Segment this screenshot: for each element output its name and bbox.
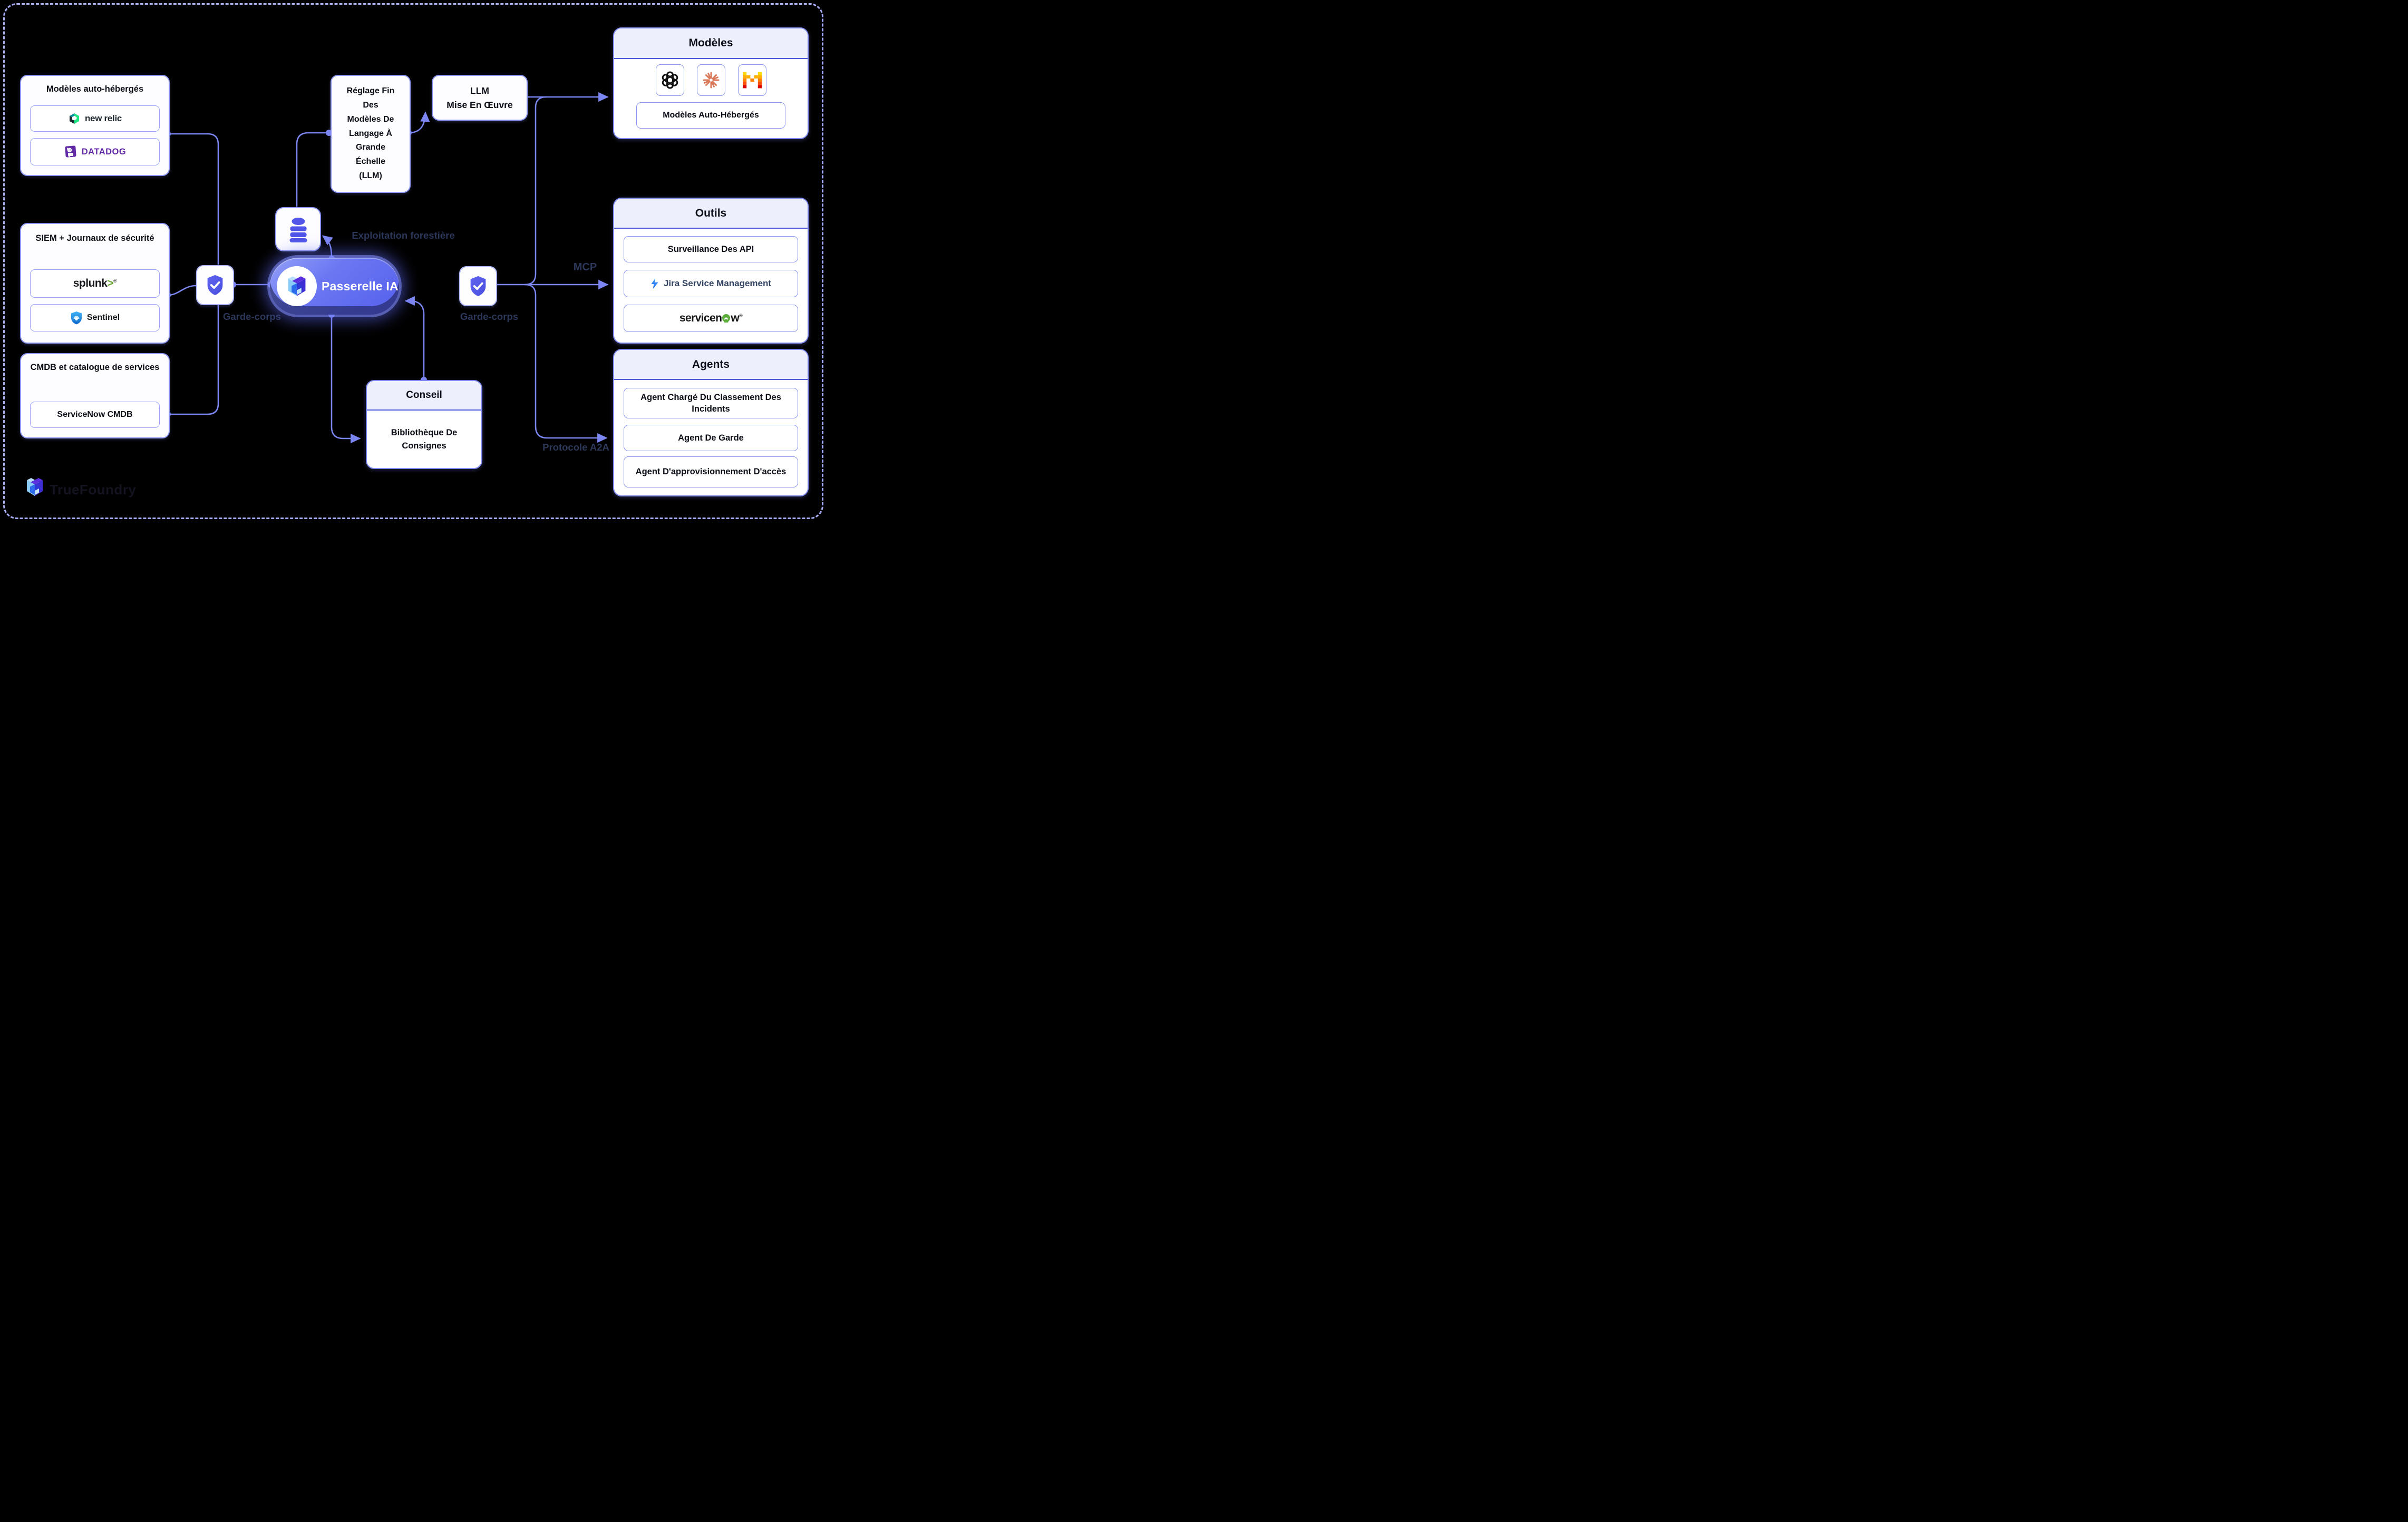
a2a-label: Protocole A2A — [542, 442, 609, 453]
edge-siem-to-guardrail — [167, 285, 197, 296]
sentinel-icon — [71, 311, 82, 325]
truefoundry-cube-icon — [288, 276, 306, 296]
database-icon — [289, 218, 307, 242]
diagram-canvas: { "canvas": {"background": "#000000", "f… — [0, 0, 827, 522]
edge-trunk-up — [524, 96, 547, 286]
jira-bolt-icon — [651, 278, 658, 289]
guardrail-right-label: Garde-corps — [460, 311, 518, 322]
guardrail-right-card — [459, 266, 497, 306]
edge-gateway-to-database — [322, 235, 333, 258]
anthropic-card — [696, 64, 725, 96]
new-relic-label: new relic — [84, 113, 122, 123]
agents-header: Agents — [614, 350, 808, 380]
openai-card — [655, 64, 684, 96]
panel-agents: Agents Agent Chargé Du Classement Des In… — [613, 349, 809, 496]
edge-database-to-finetune — [296, 132, 328, 207]
edge-finetune-to-llm — [407, 111, 430, 134]
vendor-new-relic: new relic — [30, 105, 160, 132]
agent-incident-triage: Agent Chargé Du Classement Des Incidents — [624, 388, 798, 418]
vendor-datadog: DATADOG — [30, 138, 160, 165]
tool-jira: Jira Service Management — [624, 270, 798, 297]
servicenow-o-icon — [722, 314, 731, 323]
datadog-label: DATADOG — [81, 147, 127, 157]
llm-serving-label: LLM Mise En Œuvre — [446, 85, 513, 110]
edge-cmdb-to-guardrail — [167, 304, 219, 415]
panel-conseil: Conseil Bibliothèque De Consignes — [366, 380, 482, 469]
node-title: SIEM + Journaux de sécurité — [35, 233, 154, 243]
conseil-header: Conseil — [367, 381, 481, 411]
brand-wordmark: TrueFoundry — [50, 482, 137, 497]
models-self-hosted-row: Modèles Auto-Hébergés — [636, 102, 785, 129]
shield-check-icon — [470, 276, 486, 297]
agent-on-call: Agent De Garde — [624, 425, 798, 451]
gateway-label: Passerelle IA — [322, 279, 399, 293]
node-title: Modèles auto-hébergés — [46, 84, 144, 94]
datadog-icon — [65, 145, 76, 158]
tools-header: Outils — [614, 199, 808, 229]
edge-conseil-to-gateway — [404, 296, 425, 380]
node-cmdb-catalog: CMDB et catalogue de services ServiceNow… — [20, 353, 170, 438]
truefoundry-logo-badge — [277, 266, 317, 306]
vendor-splunk: splunk>® — [30, 269, 160, 298]
splunk-label: splunk>® — [73, 277, 117, 289]
mistral-icon — [742, 72, 762, 89]
edge-gateway-to-conseil — [331, 315, 361, 444]
edge-selfhosted-to-guardrail — [167, 133, 219, 265]
anthropic-icon — [703, 72, 719, 89]
conseil-body: Bibliothèque De Consignes — [391, 427, 458, 451]
database-card — [275, 207, 321, 251]
vendor-sentinel: Sentinel — [30, 304, 160, 331]
mistral-card — [737, 64, 766, 96]
jira-label: Jira Service Management — [663, 278, 772, 288]
node-llm-serving: LLM Mise En Œuvre — [432, 75, 528, 121]
panel-tools: Outils Surveillance Des API Jira Service… — [613, 198, 809, 344]
dashed-border-frame — [3, 3, 823, 519]
model-provider-cards — [614, 64, 808, 96]
shield-check-icon — [207, 275, 223, 296]
sentinel-label: Sentinel — [86, 313, 120, 322]
agent-access-provisioning: Agent D'approvisionnement D'accès — [624, 456, 798, 487]
guardrail-left-label: Garde-corps — [222, 311, 281, 322]
guardrail-left-card — [196, 265, 234, 305]
finetune-label: Réglage Fin Des Modèles De Langage À Gra… — [346, 86, 395, 180]
node-finetune: Réglage Fin Des Modèles De Langage À Gra… — [331, 75, 411, 193]
node-title: CMDB et catalogue de services — [30, 363, 160, 372]
tool-api-monitoring: Surveillance Des API — [624, 236, 798, 262]
servicenow-cmdb-label: ServiceNow CMDB — [57, 410, 133, 419]
logging-label: Exploitation forestière — [352, 230, 455, 241]
node-self-hosted-models: Modèles auto-hébergés new relic DATADOG — [20, 75, 170, 176]
openai-icon — [662, 71, 678, 89]
mcp-label: MCP — [573, 261, 597, 273]
models-header: Modèles — [614, 28, 808, 59]
panel-models: Modèles — [613, 27, 809, 139]
splunk-chevron: > — [107, 277, 114, 289]
node-siem-logs: SIEM + Journaux de sécurité splunk>® Sen… — [20, 223, 170, 344]
ai-gateway-pill: Passerelle IA — [270, 258, 399, 315]
edge-a2a-to-agents — [524, 284, 608, 443]
new-relic-icon — [69, 113, 79, 124]
truefoundry-cube-icon — [27, 478, 43, 496]
brand-logo — [24, 474, 45, 500]
vendor-servicenow-cmdb: ServiceNow CMDB — [30, 402, 160, 428]
